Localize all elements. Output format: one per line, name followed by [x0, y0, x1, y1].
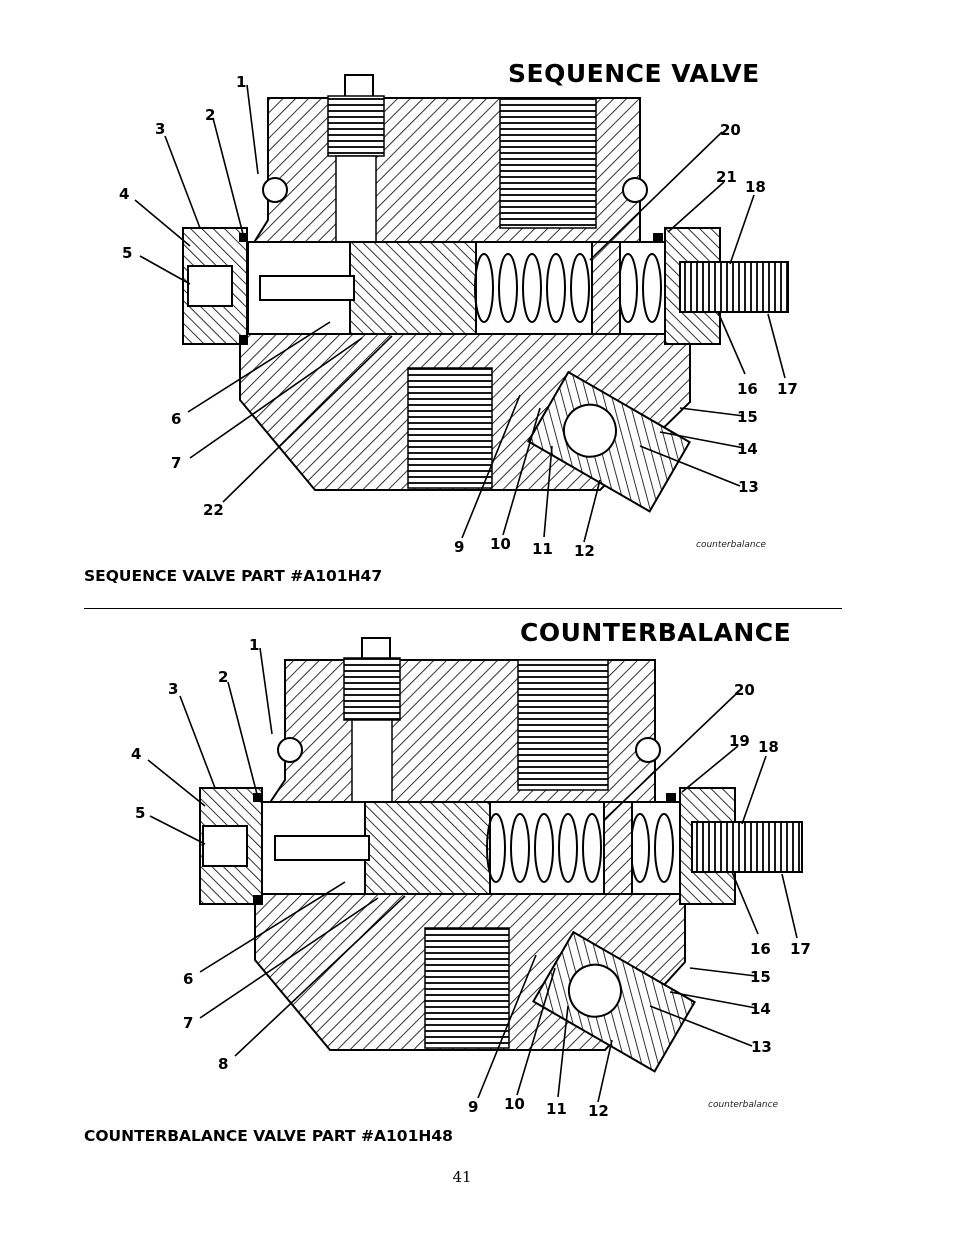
spring-guide — [591, 241, 621, 335]
top-plug — [344, 74, 374, 98]
spool — [349, 241, 477, 335]
callout-label: 18 — [758, 738, 779, 756]
callout-label: 1 — [236, 73, 246, 91]
callout-label: 17 — [777, 380, 798, 398]
page-number: 41 — [452, 1168, 472, 1186]
sequence-valve-figure: SEQUENCE VALVE 1 2 3 4 — [0, 50, 954, 565]
figure-title: SEQUENCE VALVE — [508, 59, 760, 88]
callout-label: 3 — [155, 120, 165, 138]
callout-label: 10 — [504, 1095, 525, 1113]
port-bore — [335, 155, 377, 247]
callout-label: 20 — [734, 681, 755, 699]
callout-label: 3 — [168, 680, 178, 698]
callout-label: 12 — [588, 1102, 609, 1120]
counterbalance-valve-figure: COUNTERBALANCE 1 2 3 4 5 — [0, 610, 954, 1125]
piston-pin — [259, 275, 355, 301]
callout-label: 18 — [745, 178, 766, 196]
callout-label: 17 — [790, 940, 811, 958]
figure-title: COUNTERBALANCE — [520, 618, 791, 647]
callout-label: 1 — [249, 636, 259, 654]
leader-lines — [147, 647, 798, 1103]
check-valve — [532, 930, 696, 1073]
watermark: counterbalance — [696, 540, 767, 550]
port-threads — [327, 95, 385, 157]
callout-label: 9 — [454, 538, 464, 556]
callout-label: 5 — [122, 244, 132, 262]
adjusting-stem — [679, 261, 789, 313]
callout-label: 6 — [183, 970, 193, 988]
leader-lines — [134, 84, 786, 543]
spool — [364, 801, 491, 895]
top-plug — [361, 637, 391, 661]
counterbalance-valve-diagram: COUNTERBALANCE 1 2 3 4 5 — [131, 618, 811, 1120]
callout-label: 4 — [119, 185, 129, 203]
check-ball — [562, 403, 617, 458]
spring-guide — [603, 801, 633, 895]
bolt-hole — [262, 177, 288, 203]
callout-label: 7 — [171, 454, 181, 472]
port-threads — [517, 659, 609, 791]
callout-label: 15 — [750, 968, 771, 986]
callout-label: 16 — [737, 380, 758, 398]
port-threads — [343, 657, 401, 721]
callout-label: 22 — [203, 501, 224, 519]
callout-label: 9 — [468, 1098, 478, 1116]
callout-label: 2 — [205, 106, 215, 124]
callout-label: 16 — [750, 940, 771, 958]
bolt-hole — [277, 737, 303, 763]
figure-caption: COUNTERBALANCE VALVE PART #A101H48 — [84, 1127, 453, 1145]
callout-label: 4 — [131, 745, 141, 763]
callout-label: 7 — [183, 1014, 193, 1032]
title-bg — [405, 60, 775, 92]
port-threads — [407, 367, 493, 489]
adjust-screw — [187, 265, 233, 307]
adjust-screw — [202, 825, 248, 867]
callout-label: 19 — [729, 732, 750, 750]
callout-label: 2 — [218, 668, 228, 686]
o-ring — [239, 335, 248, 344]
callout-label: 11 — [532, 540, 553, 558]
sequence-valve-diagram: SEQUENCE VALVE 1 2 3 4 — [119, 59, 798, 560]
callout-label: 5 — [135, 804, 145, 822]
callout-label: 14 — [737, 440, 758, 458]
o-ring — [253, 895, 262, 904]
o-ring — [653, 233, 663, 243]
callout-label: 15 — [737, 408, 758, 426]
callout-label: 20 — [720, 121, 741, 139]
bolt-hole — [622, 177, 648, 203]
callout-label: 13 — [751, 1038, 772, 1056]
piston-pin — [274, 835, 370, 861]
port-threads — [499, 97, 597, 229]
check-ball — [567, 963, 622, 1018]
o-ring — [666, 793, 676, 803]
figure-caption: SEQUENCE VALVE PART #A101H47 — [84, 567, 383, 585]
check-valve — [527, 370, 691, 513]
watermark: counterbalance — [708, 1100, 779, 1110]
divider — [84, 608, 842, 609]
callout-label: 11 — [546, 1100, 567, 1118]
adjusting-stem — [691, 821, 803, 873]
port-bore — [351, 719, 393, 807]
port-threads — [424, 927, 510, 1049]
callout-label: 6 — [171, 410, 181, 428]
callout-label: 12 — [574, 542, 595, 560]
callout-label: 13 — [738, 478, 759, 496]
callout-label: 10 — [490, 535, 511, 553]
callout-label: 21 — [716, 168, 737, 186]
callout-label: 14 — [750, 1000, 771, 1018]
bolt-hole — [635, 737, 661, 763]
title-bg — [418, 618, 798, 652]
callout-label: 8 — [218, 1055, 228, 1073]
